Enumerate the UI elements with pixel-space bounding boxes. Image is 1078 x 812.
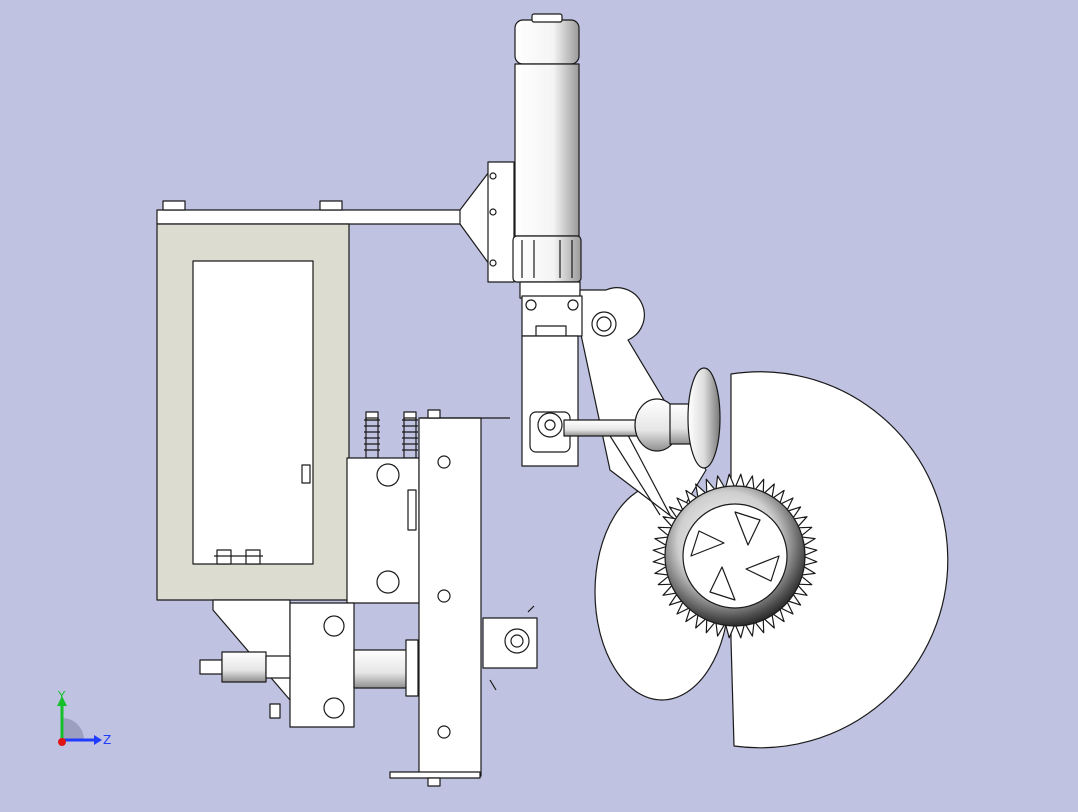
- tension-rod[interactable]: [563, 367, 721, 469]
- lower-bracket[interactable]: [212, 599, 419, 728]
- main-frame[interactable]: [156, 223, 350, 601]
- clamp-block[interactable]: [521, 295, 583, 467]
- y-axis-arrow: [57, 696, 67, 706]
- z-axis-label: Z: [103, 733, 111, 747]
- vertical-plate[interactable]: [389, 409, 510, 787]
- y-axis-label: Y: [57, 689, 66, 703]
- right-clamp[interactable]: [482, 605, 538, 691]
- origin-dot: [58, 738, 66, 746]
- spring-assembly[interactable]: [346, 411, 420, 604]
- hub-blades: [690, 511, 780, 601]
- z-axis-arrow: [94, 735, 102, 745]
- gear-hub[interactable]: [652, 473, 818, 639]
- motor-cylinder[interactable]: [487, 13, 582, 299]
- side-shaft[interactable]: [199, 651, 291, 683]
- coordinate-triad: Y Z: [57, 689, 111, 747]
